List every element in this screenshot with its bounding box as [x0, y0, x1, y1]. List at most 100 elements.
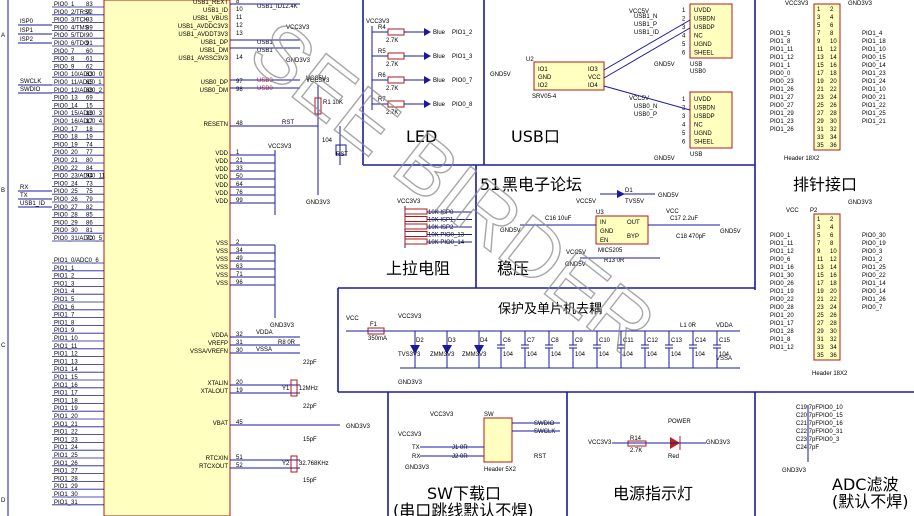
decoupling-cap-value: 104	[503, 352, 514, 358]
svg-text:MIC5205: MIC5205	[598, 248, 623, 254]
mcu-pin-right-number: 10	[236, 7, 243, 13]
mcu-pin-right-label: USB0_DM	[200, 88, 228, 94]
svg-text:USB0: USB0	[257, 78, 273, 84]
mcu-pin-right-label: XTALOUT	[201, 389, 229, 395]
mcu-pin-left-number: 83	[86, 2, 93, 8]
header-pin-even: 30	[830, 119, 837, 125]
grid-letter-d: D	[1, 498, 6, 504]
header-pin-odd: 11	[817, 47, 824, 53]
svg-text:RST: RST	[336, 152, 348, 158]
mcu-pin-right-label: VSS	[216, 273, 228, 279]
svg-text:VDDA: VDDA	[716, 323, 733, 329]
svg-text:12.4K: 12.4K	[282, 4, 298, 10]
adc-cap-label: C21 7pFPIO0_16	[796, 421, 843, 427]
mcu-pin-left-label: PIO1_17	[54, 391, 78, 397]
mcu-pin-left-label: PIO1_26	[54, 461, 78, 467]
mcu-pin-right-label: VDD	[215, 175, 228, 181]
mcu-pin-right-number: 98	[236, 87, 243, 93]
header-pin-odd: 29	[817, 119, 824, 125]
header-pin-odd: 3	[817, 15, 821, 21]
svg-text:USB1_N: USB1_N	[634, 14, 657, 20]
section-title-regulator: 稳压	[497, 259, 529, 278]
led-resistor-ref: R7	[378, 97, 386, 103]
svg-text:USB1_ID: USB1_ID	[257, 4, 283, 10]
net-isp1: ISP1	[20, 28, 34, 34]
mcu-pin-left-number: 73	[86, 181, 93, 187]
grid-letter-b: B	[1, 188, 5, 194]
header-net-label: PIO1_16	[770, 265, 794, 271]
header-pin-odd: 17	[817, 281, 824, 287]
mcu-pin-left-number: 69	[86, 96, 93, 102]
mcu-pin-left-number: 94	[86, 174, 93, 180]
mcu-pin-left-label: PIO0_19	[54, 142, 78, 148]
svg-text:104: 104	[322, 138, 333, 144]
mcu-pin-right-number: 50	[236, 174, 243, 180]
svg-text:VCC5V: VCC5V	[576, 199, 596, 205]
svg-text:GND: GND	[538, 75, 552, 81]
mcu-pin-left-label: PIO0_11/ADC0_1	[54, 80, 102, 86]
header-net-label: PIO0_14	[862, 289, 886, 295]
header-net-label: PIO1_1	[770, 63, 791, 69]
mcu-pin-left-label: PIO1_13	[54, 359, 78, 365]
net-tx: TX	[20, 193, 28, 199]
mcu-pin-right-number: 71	[236, 272, 243, 278]
header-pin-even: 34	[830, 345, 837, 351]
led-resistor-value: 2.7K	[386, 62, 398, 68]
header-pin-even: 26	[830, 103, 837, 109]
svg-text:15pF: 15pF	[303, 437, 317, 443]
header-net-label: PIO1_18	[862, 39, 886, 45]
led-color: Blue	[433, 78, 446, 84]
header-net-label: PIO1_26	[770, 127, 794, 133]
led-resistor-value: 2.7K	[386, 86, 398, 92]
protection-diode-ref: D2	[416, 338, 424, 344]
svg-text:Y1: Y1	[282, 386, 290, 392]
mcu-pin-right-label: USB1_AVSSC3V3	[178, 56, 228, 62]
svg-text:USB0_P: USB0_P	[634, 112, 657, 118]
mcu-pin-right-number: 8	[236, 0, 240, 5]
header-pin-odd: 13	[817, 265, 824, 271]
header-net-label: PIO1_5	[770, 31, 791, 37]
mcu-pin-right-label: VDD	[215, 191, 228, 197]
mcu-pin-left-label: PIO1_22	[54, 430, 78, 436]
header-net-label: PIO0_14	[862, 63, 886, 69]
svg-text:Y2: Y2	[282, 461, 290, 467]
header-pin-odd: 21	[817, 87, 824, 93]
header-net-label: PIO1_27	[770, 95, 794, 101]
mcu-pin-left-number: 81	[86, 228, 93, 234]
decoupling-cap-ref: C15	[719, 338, 731, 344]
mcu-pin-right-number: 97	[236, 79, 243, 85]
mcu-pin-left-label: PIO0_2/TRST	[54, 10, 92, 16]
header-net-label: PIO0_30	[862, 233, 886, 239]
mcu-pin-left-label: PIO0_6/TDO	[54, 41, 89, 47]
section-title-usb: USB口	[511, 127, 560, 146]
mcu-pin-right-number: 13	[236, 31, 243, 37]
header-net-label: PIO1_24	[862, 79, 886, 85]
header-net-label: PIO1_23	[770, 119, 794, 125]
header-pin-even: 22	[830, 297, 837, 303]
header-pin-even: 36	[830, 143, 837, 149]
mcu-pin-left-label: PIO0_26	[54, 197, 78, 203]
svg-text:L1 0R: L1 0R	[680, 323, 697, 329]
mcu-pin-left-label: PIO0_25	[54, 189, 78, 195]
mcu-pin-right-label: VDD	[215, 151, 228, 157]
mcu-pin-left-label: PIO1_10	[54, 336, 78, 342]
mcu-pin-right-label: VDDA	[211, 333, 228, 339]
adc-cap-label: C20 7pFPIO0_15	[796, 413, 843, 419]
decoupling-cap-ref: C6	[503, 338, 511, 344]
header-net-label: PIO1_10	[862, 47, 886, 53]
usb-pin-label: USBDN	[694, 17, 715, 23]
svg-text:GND: GND	[600, 229, 614, 235]
mcu-pin-left-number: 70	[86, 236, 93, 242]
header-net-label: PIO1_22	[862, 103, 886, 109]
decoupling-cap-ref: C8	[551, 338, 559, 344]
mcu-pin-left-number: 68	[86, 88, 93, 94]
mcu-pin-left-number: 17	[86, 119, 93, 125]
usb-pin-number: 5	[682, 42, 686, 48]
mcu-pin-left-label: PIO1_19	[54, 406, 78, 412]
protection-diode-part: ZMM3V3	[430, 352, 455, 358]
svg-text:GND5V: GND5V	[500, 228, 521, 234]
svg-text:15pF: 15pF	[303, 478, 317, 484]
mcu-pin-left-label: PIO0_28	[54, 213, 78, 219]
